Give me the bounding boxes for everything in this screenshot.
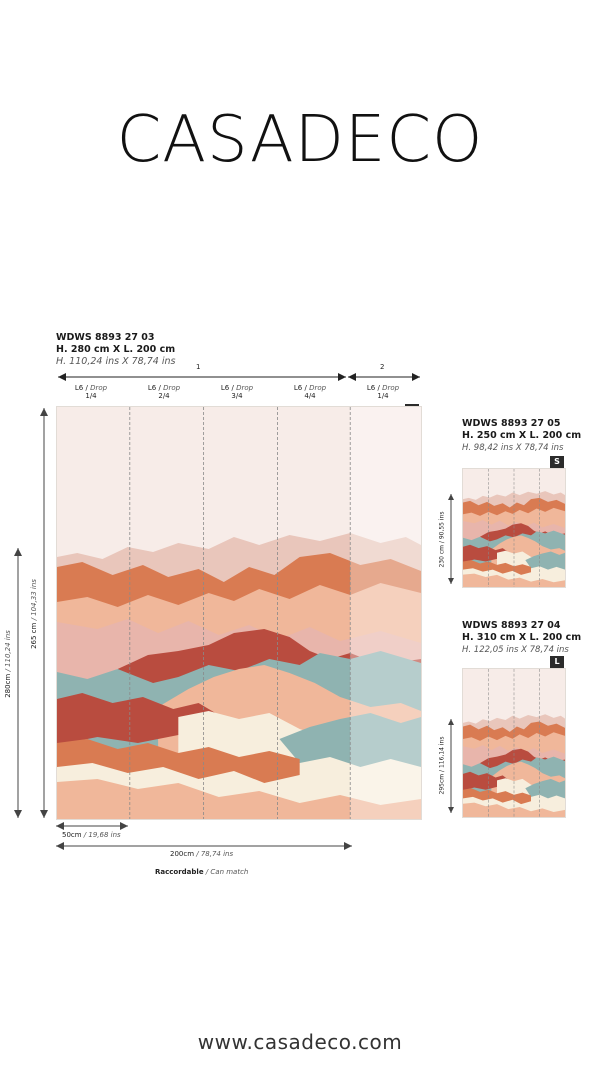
total-width-imperial: / 78,74 ins [194, 850, 234, 858]
total-width-label: 200cm / 78,74 ins [170, 850, 233, 858]
total-width-metric: 200cm [170, 850, 195, 858]
outer-height-metric: 280cm [4, 673, 12, 698]
small-height-label: 230 cm / 90,55 ins [438, 511, 446, 568]
strip-width-imperial: / 19,68 ins [81, 831, 121, 839]
drop-label-index: 3/4 [231, 392, 243, 400]
pattern-height-label: 265 cm / 104,33 ins [30, 554, 38, 674]
pattern-height-imperial: / 104,33 ins [30, 579, 38, 623]
drop-label-word: Drop [382, 384, 400, 392]
large-spec-imperial: H. 122,05 ins X 78,74 ins [462, 645, 569, 655]
drop-label-index: 1/4 [377, 392, 389, 400]
website-link[interactable]: www.casadeco.com [197, 1030, 403, 1054]
mural-large [462, 668, 566, 818]
mural-main [56, 406, 422, 820]
main-spec-ref: WDWS 8893 27 03 [56, 332, 155, 343]
mural-small-art [463, 469, 565, 587]
drop-label-index: 2/4 [158, 392, 170, 400]
drop-label-prefix: L6 / [220, 384, 237, 392]
group-1-label: 1 [196, 363, 201, 371]
drop-label-index: 4/4 [304, 392, 316, 400]
drop-label-prefix: L6 / [366, 384, 383, 392]
size-badge-l: L [550, 656, 564, 668]
mural-small [462, 468, 566, 588]
drop-label-index: 1/4 [85, 392, 97, 400]
size-badge-s: S [550, 456, 564, 468]
drop-label-word: Drop [309, 384, 327, 392]
height-arrows [14, 408, 48, 818]
small-spec-metric: H. 250 cm X L. 200 cm [462, 430, 582, 441]
small-spec-ref: WDWS 8893 27 05 [462, 418, 561, 429]
small-spec-block: WDWS 8893 27 05 H. 250 cm X L. 200 cm H.… [462, 418, 581, 454]
main-spec-block: WDWS 8893 27 03 H. 280 cm X L. 200 cm H.… [56, 332, 175, 368]
drop-label-prefix: L6 / [293, 384, 310, 392]
outer-height-label: 280cm / 110,24 ins [4, 604, 12, 724]
large-spec-metric: H. 310 cm X L. 200 cm [462, 632, 582, 643]
match-label: Raccordable / Can match [155, 868, 248, 876]
width-arrows [56, 822, 352, 850]
group-2-label: 2 [380, 363, 385, 371]
pattern-height-metric: 265 cm [30, 622, 38, 649]
small-height-arrow [448, 494, 454, 584]
drop-label-prefix: L6 / [74, 384, 91, 392]
mural-main-art [57, 407, 421, 819]
large-height-label: 295cm / 116,14 ins [438, 736, 446, 795]
large-height-arrow [448, 719, 454, 813]
strip-width-metric: 50cm [62, 831, 82, 839]
brand-logo: CASADECO [116, 103, 484, 177]
small-spec-imperial: H. 98,42 ins X 78,74 ins [462, 443, 564, 453]
drop-label-word: Drop [163, 384, 181, 392]
strip-width-label: 50cm / 19,68 ins [62, 831, 121, 839]
large-spec-ref: WDWS 8893 27 04 [462, 620, 561, 631]
mural-large-art [463, 669, 565, 817]
large-spec-block: WDWS 8893 27 04 H. 310 cm X L. 200 cm H.… [462, 620, 581, 656]
outer-height-imperial: / 110,24 ins [4, 630, 12, 674]
main-spec-metric: H. 280 cm X L. 200 cm [56, 344, 176, 355]
drop-label-prefix: L6 / [147, 384, 164, 392]
group-arrows [58, 373, 420, 381]
main-spec-imperial: H. 110,24 ins X 78,74 ins [56, 356, 176, 367]
match-label-en: / Can match [203, 868, 249, 876]
drop-label-word: Drop [90, 384, 108, 392]
drop-label-word: Drop [236, 384, 254, 392]
match-label-fr: Raccordable [155, 868, 204, 876]
